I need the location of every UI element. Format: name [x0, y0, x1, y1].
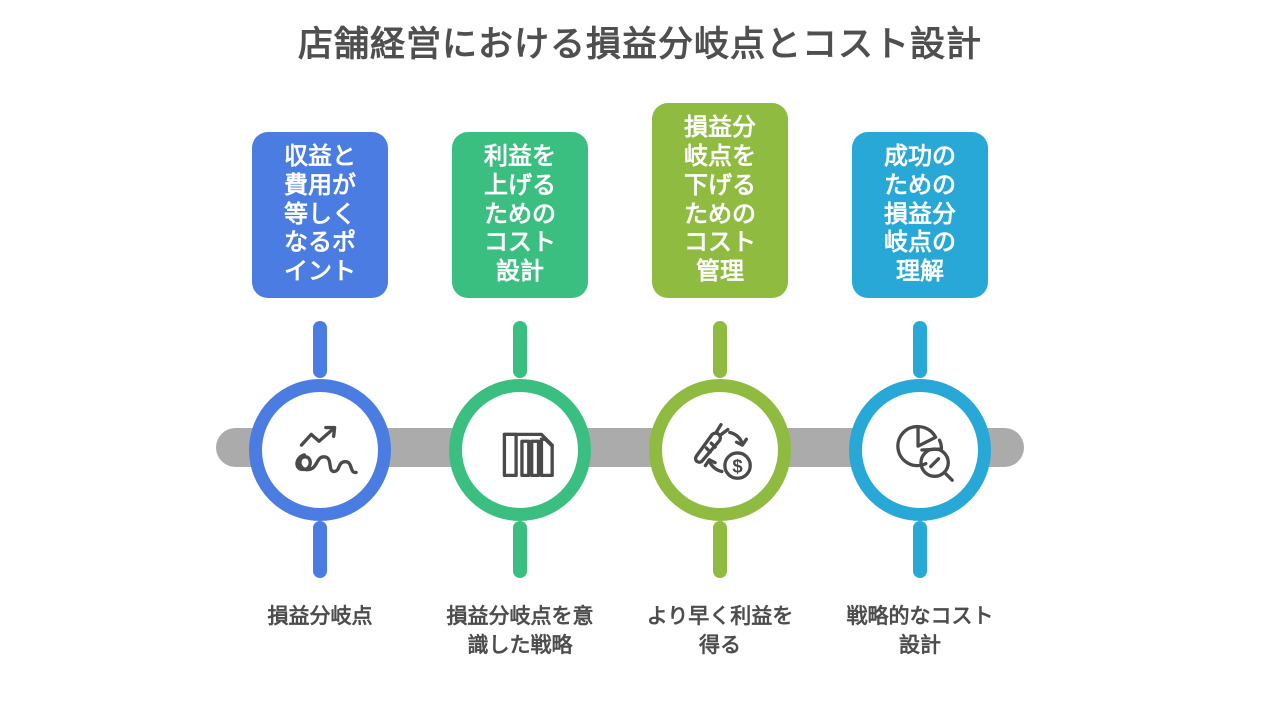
connector-stem-bottom	[313, 521, 327, 578]
timeline-node	[849, 379, 991, 521]
books-shelf-icon	[502, 432, 554, 478]
connector-stem-top	[513, 321, 527, 378]
connector-stem-bottom	[713, 521, 727, 578]
connector-stem-top	[713, 321, 727, 378]
trend-scribble-icon	[295, 425, 358, 475]
column-cost-strategy: 利益を上げるためのコスト設計 損益分岐点を意識した戦略	[420, 0, 620, 720]
connector-stem-top	[313, 321, 327, 378]
timeline-node	[449, 379, 591, 521]
connector-stem-bottom	[513, 521, 527, 578]
top-callout-box: 損益分岐点を下げるためのコスト管理	[652, 103, 788, 298]
page-title: 店舗経営における損益分岐点とコスト設計	[297, 25, 982, 64]
timeline-node	[249, 379, 391, 521]
column-strategic-cost-design: 成功のための損益分岐点の理解 戦略的なコスト設計	[820, 0, 1020, 720]
step-label: 戦略的なコスト設計	[846, 605, 994, 658]
connector-stem-bottom	[913, 521, 927, 578]
step-label: より早く利益を得る	[646, 605, 794, 658]
svg-text:$: $	[732, 455, 743, 476]
top-callout-box: 成功のための損益分岐点の理解	[852, 132, 988, 298]
step-label: 損益分岐点	[267, 605, 373, 628]
timeline-node: $	[649, 379, 791, 521]
pie-chart-magnifier-icon	[896, 424, 954, 482]
top-callout-box: 収益と費用が等しくなるポイント	[252, 132, 388, 298]
column-break-even-point: 収益と費用が等しくなるポイント 損益分岐点	[220, 0, 420, 720]
step-label: 損益分岐点を意識した戦略	[446, 605, 594, 658]
column-cost-management: 損益分岐点を下げるためのコスト管理 $ より早く利益を得る	[620, 0, 820, 720]
top-callout-box: 利益を上げるためのコスト設計	[452, 132, 588, 298]
connector-stem-top	[913, 321, 927, 378]
goods-money-exchange-icon: $	[693, 422, 752, 480]
